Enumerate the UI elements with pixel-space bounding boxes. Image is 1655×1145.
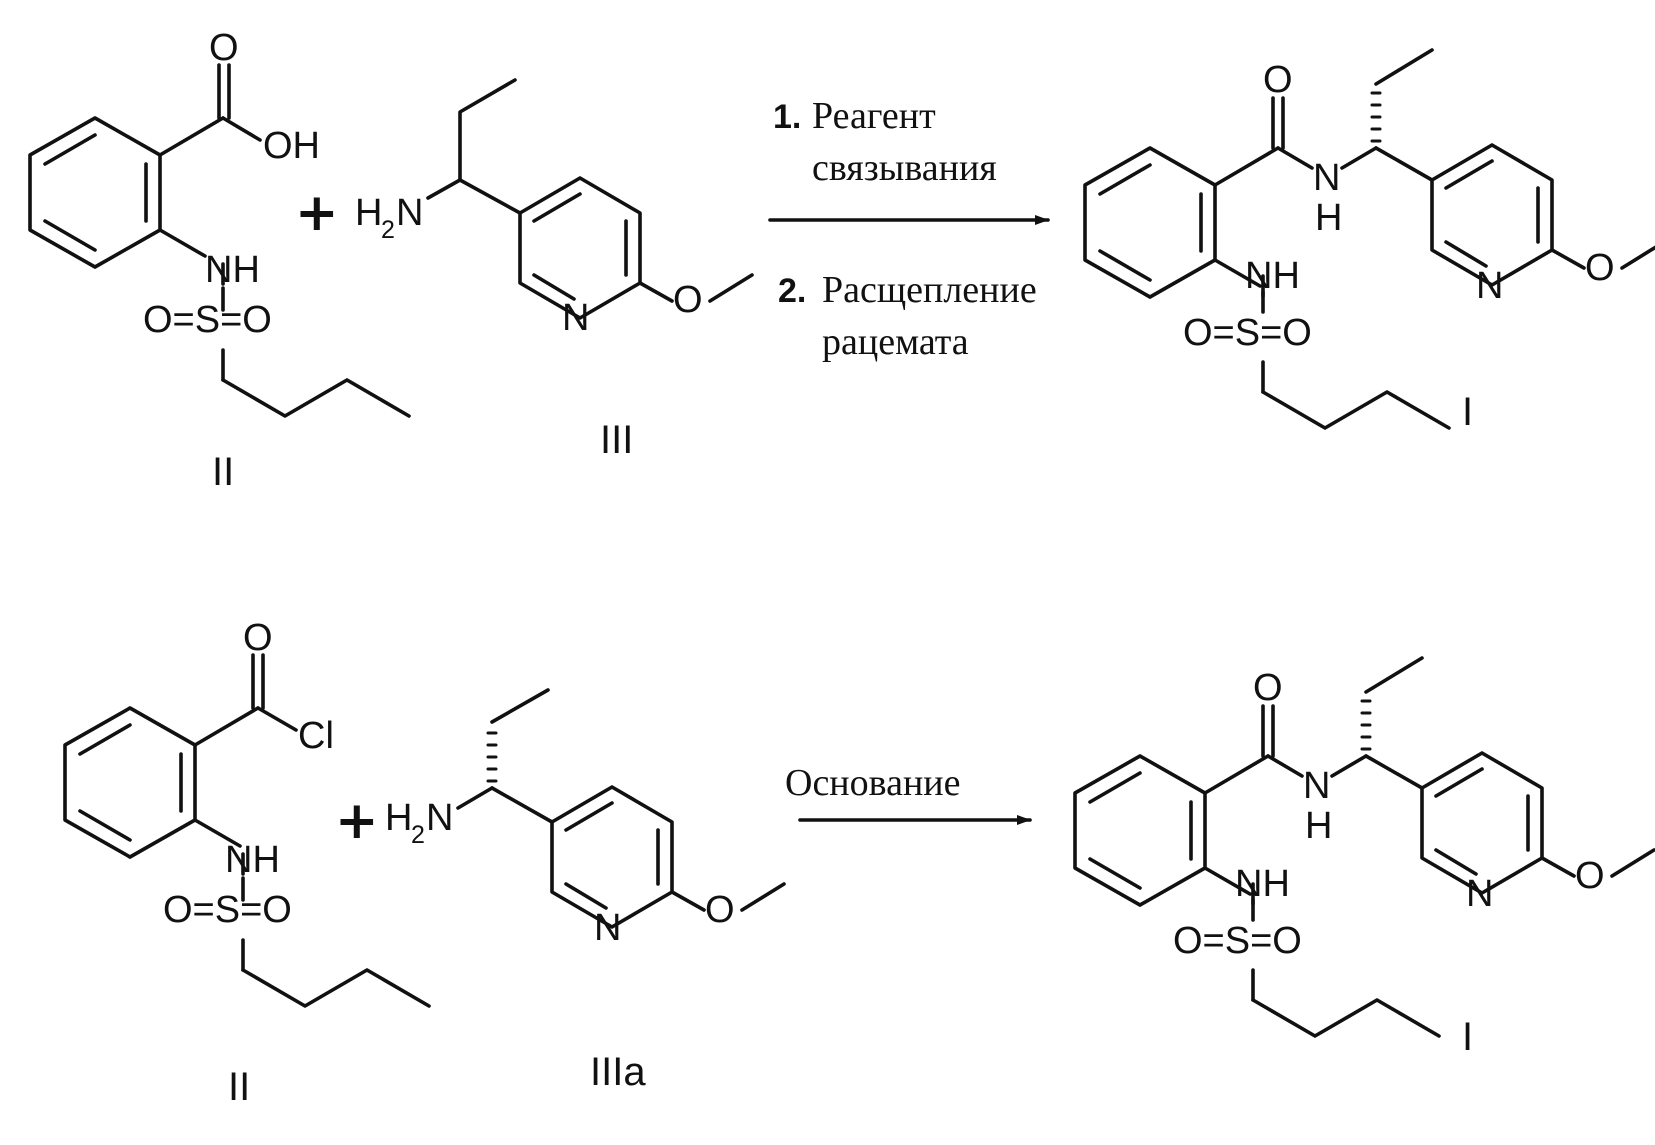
svg-text:Реагент: Реагент [812,95,936,137]
compound-ii-acid-chloride: O Cl NH O=S=O [63,617,431,1008]
svg-text:N: N [426,797,453,839]
svg-text:O: O [1585,247,1615,289]
svg-text:рацемата: рацемата [822,321,969,363]
reaction-arrow-2: Основание [785,762,1032,825]
svg-text:NH: NH [225,839,280,881]
compound-label-ii-1: II [212,450,234,494]
svg-text:N: N [1476,265,1503,307]
svg-text:O: O [1575,855,1605,897]
plus-sign-1: + [295,183,339,243]
svg-text:O: O [705,889,735,931]
svg-text:N: N [594,907,621,949]
svg-text:NH: NH [205,249,260,291]
svg-text:N: N [1313,157,1340,199]
svg-text:Расщепление: Расщепление [822,269,1037,311]
svg-text:O: O [673,279,703,321]
svg-text:O: O [1263,59,1293,101]
compound-iii-amine: H 2 N N O [355,78,754,339]
svg-text:N: N [1303,765,1330,807]
svg-text:O=S=O: O=S=O [1173,920,1302,962]
svg-text:O=S=O: O=S=O [1183,312,1312,354]
compound-ii-acid: O OH NH O=S=O [28,27,411,418]
compound-label-iiia: IIIa [590,1050,646,1094]
compound-label-iii: III [600,418,633,462]
svg-text:NH: NH [1245,255,1300,297]
product-i-2: O N H N O NH O=S=O [1073,656,1655,1038]
svg-text:1.: 1. [773,98,801,136]
reaction-arrow-1: 1. Реагент связывания 2. Расщепление рац… [768,95,1050,363]
product-i-1: O N H N O NH O=S=O [1083,48,1655,430]
svg-text:2: 2 [381,216,395,244]
svg-text:Основание: Основание [785,762,961,804]
svg-text:N: N [1466,873,1493,915]
svg-text:O=S=O: O=S=O [143,299,272,341]
svg-text:N: N [396,192,423,234]
svg-text:H: H [385,797,412,839]
svg-text:2: 2 [411,821,425,849]
svg-text:2.: 2. [778,272,806,310]
compound-iiia-amine: H 2 N N O [385,688,786,949]
svg-text:связывания: связывания [812,147,997,189]
svg-text:H: H [355,192,382,234]
svg-text:O=S=O: O=S=O [163,889,292,931]
svg-text:OH: OH [263,125,320,167]
svg-text:O: O [209,27,239,69]
compound-label-i-1: I [1462,390,1473,434]
compound-label-i-2: I [1462,1015,1473,1059]
svg-text:H: H [1305,805,1332,847]
svg-text:NH: NH [1235,863,1290,905]
plus-sign-2: + [335,791,379,851]
svg-text:Cl: Cl [298,715,334,757]
compound-label-ii-2: II [228,1065,250,1109]
svg-text:N: N [562,297,589,339]
svg-text:H: H [1315,197,1342,239]
svg-text:O: O [1253,667,1283,709]
svg-text:O: O [243,617,273,659]
